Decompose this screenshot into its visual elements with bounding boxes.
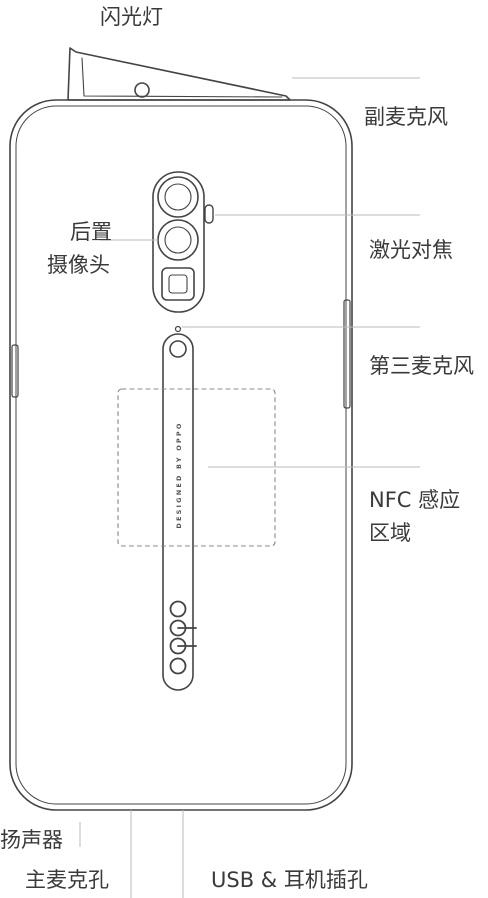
rear-camera-module (152, 171, 205, 313)
label-third-mic: 第三麦克风 (369, 354, 474, 378)
nfc-area (117, 388, 276, 547)
label-rear-camera-line1: 后置 (70, 220, 112, 244)
laser-focus-sensor (204, 204, 214, 224)
third-mic-icon (169, 340, 187, 358)
label-flash: 闪光灯 (100, 5, 163, 29)
label-nfc-line1: NFC 感应 (369, 488, 461, 512)
label-rear-camera-line2: 摄像头 (47, 253, 110, 277)
oppo-logo (169, 600, 197, 675)
label-secondary-mic: 副麦克风 (364, 105, 448, 129)
logo-bar (162, 333, 194, 691)
flash-icon (134, 82, 150, 98)
label-laser-focus: 激光对焦 (369, 238, 453, 262)
label-nfc-line2: 区域 (369, 521, 411, 545)
bar-engraving-text: DESIGNED BY OPPO (175, 421, 183, 528)
popup-camera-module (67, 47, 291, 101)
camera-lens-1 (157, 176, 199, 218)
phone-body (9, 99, 353, 811)
camera-lens-3 (161, 267, 195, 301)
volume-button (11, 344, 19, 398)
camera-lens-2 (157, 219, 199, 261)
label-main-mic: 主麦克孔 (25, 868, 109, 892)
power-button (343, 299, 351, 409)
label-usb-headphone: USB & 耳机插孔 (211, 868, 368, 892)
third-mic-hole (174, 325, 182, 333)
label-speaker: 扬声器 (0, 828, 63, 852)
